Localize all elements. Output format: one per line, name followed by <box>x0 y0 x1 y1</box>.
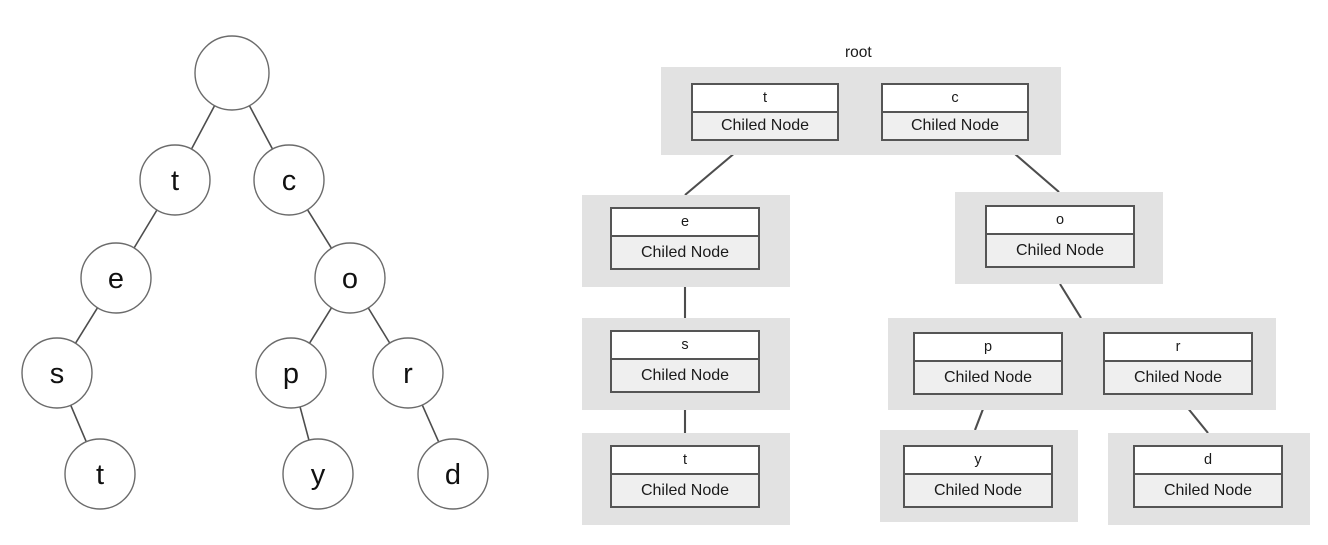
card-key-label: r <box>1105 334 1251 362</box>
tree-node-label: s <box>50 358 65 390</box>
card-key-label: p <box>915 334 1061 362</box>
tree-node-circle <box>282 438 354 510</box>
card-body-label: Chiled Node <box>612 237 758 268</box>
card-key-label: s <box>612 332 758 360</box>
tree-node-circle <box>80 242 152 314</box>
tree-node-circle <box>194 35 270 111</box>
root-caption: root <box>845 44 872 61</box>
link-o-pr <box>1059 283 1082 319</box>
tree-edge-o1-r1 <box>367 307 391 344</box>
tree-edge-p1-y1 <box>299 406 310 441</box>
card-body-label: Chiled Node <box>1105 362 1251 393</box>
tree-node-label: c <box>282 165 297 197</box>
tree-node-circle <box>314 242 386 314</box>
tree-node-circle <box>64 438 136 510</box>
tree-node-root[interactable] <box>194 35 270 111</box>
tree-node-d1[interactable]: d <box>417 438 489 510</box>
circle-tree-nodes: t c e o s p r t y d <box>21 35 489 510</box>
tree-edge-root-t1 <box>190 105 216 150</box>
tree-edge-root-c1 <box>248 105 274 150</box>
card-key-label: o <box>987 207 1133 235</box>
tree-node-label: o <box>342 263 358 295</box>
tree-node-circle <box>372 337 444 409</box>
tree-node-label: y <box>311 459 326 491</box>
tree-node-t2[interactable]: t <box>64 438 136 510</box>
card-body-label: Chiled Node <box>905 475 1051 506</box>
tree-node-circle <box>253 144 325 216</box>
tree-edge-s1-t2 <box>69 404 88 443</box>
tree-node-t1[interactable]: t <box>139 144 211 216</box>
tree-node-circle <box>139 144 211 216</box>
tree-node-e1[interactable]: e <box>80 242 152 314</box>
tree-edge-r1-d1 <box>421 404 440 443</box>
tree-edge-o1-p1 <box>308 307 333 344</box>
tree-edge-e1-s1 <box>74 307 99 344</box>
card-body-label: Chiled Node <box>915 362 1061 393</box>
card-key-label: e <box>612 209 758 237</box>
circle-tree: t c e o s p r t y d <box>21 35 489 510</box>
card-key-label: c <box>883 85 1027 113</box>
card-body-label: Chiled Node <box>883 113 1027 139</box>
tree-node-c1[interactable]: c <box>253 144 325 216</box>
tree-node-r1[interactable]: r <box>372 337 444 409</box>
card-body-label: Chiled Node <box>693 113 837 139</box>
card-body-label: Chiled Node <box>1135 475 1281 506</box>
card-body-label: Chiled Node <box>612 475 758 506</box>
tree-edge-c1-o1 <box>306 209 333 249</box>
tree-node-circle <box>21 337 93 409</box>
tree-node-s1[interactable]: s <box>21 337 93 409</box>
card-key-label: t <box>693 85 837 113</box>
tree-node-label: p <box>283 358 299 390</box>
tree-node-label: e <box>108 263 124 295</box>
tree-node-p1[interactable]: p <box>255 337 327 409</box>
card-body-label: Chiled Node <box>612 360 758 391</box>
card-key-label: t <box>612 447 758 475</box>
card-body-label: Chiled Node <box>987 235 1133 266</box>
tree-node-label: d <box>445 459 461 491</box>
tree-node-y1[interactable]: y <box>282 438 354 510</box>
tree-node-circle <box>255 337 327 409</box>
tree-node-label: t <box>96 459 104 491</box>
tree-node-o1[interactable]: o <box>314 242 386 314</box>
tree-edge-t1-e1 <box>133 209 158 249</box>
tree-node-circle <box>417 438 489 510</box>
circle-tree-edges <box>69 105 440 443</box>
tree-node-label: t <box>171 165 179 197</box>
card-key-label: d <box>1135 447 1281 475</box>
card-key-label: y <box>905 447 1051 475</box>
tree-node-label: r <box>403 358 413 390</box>
